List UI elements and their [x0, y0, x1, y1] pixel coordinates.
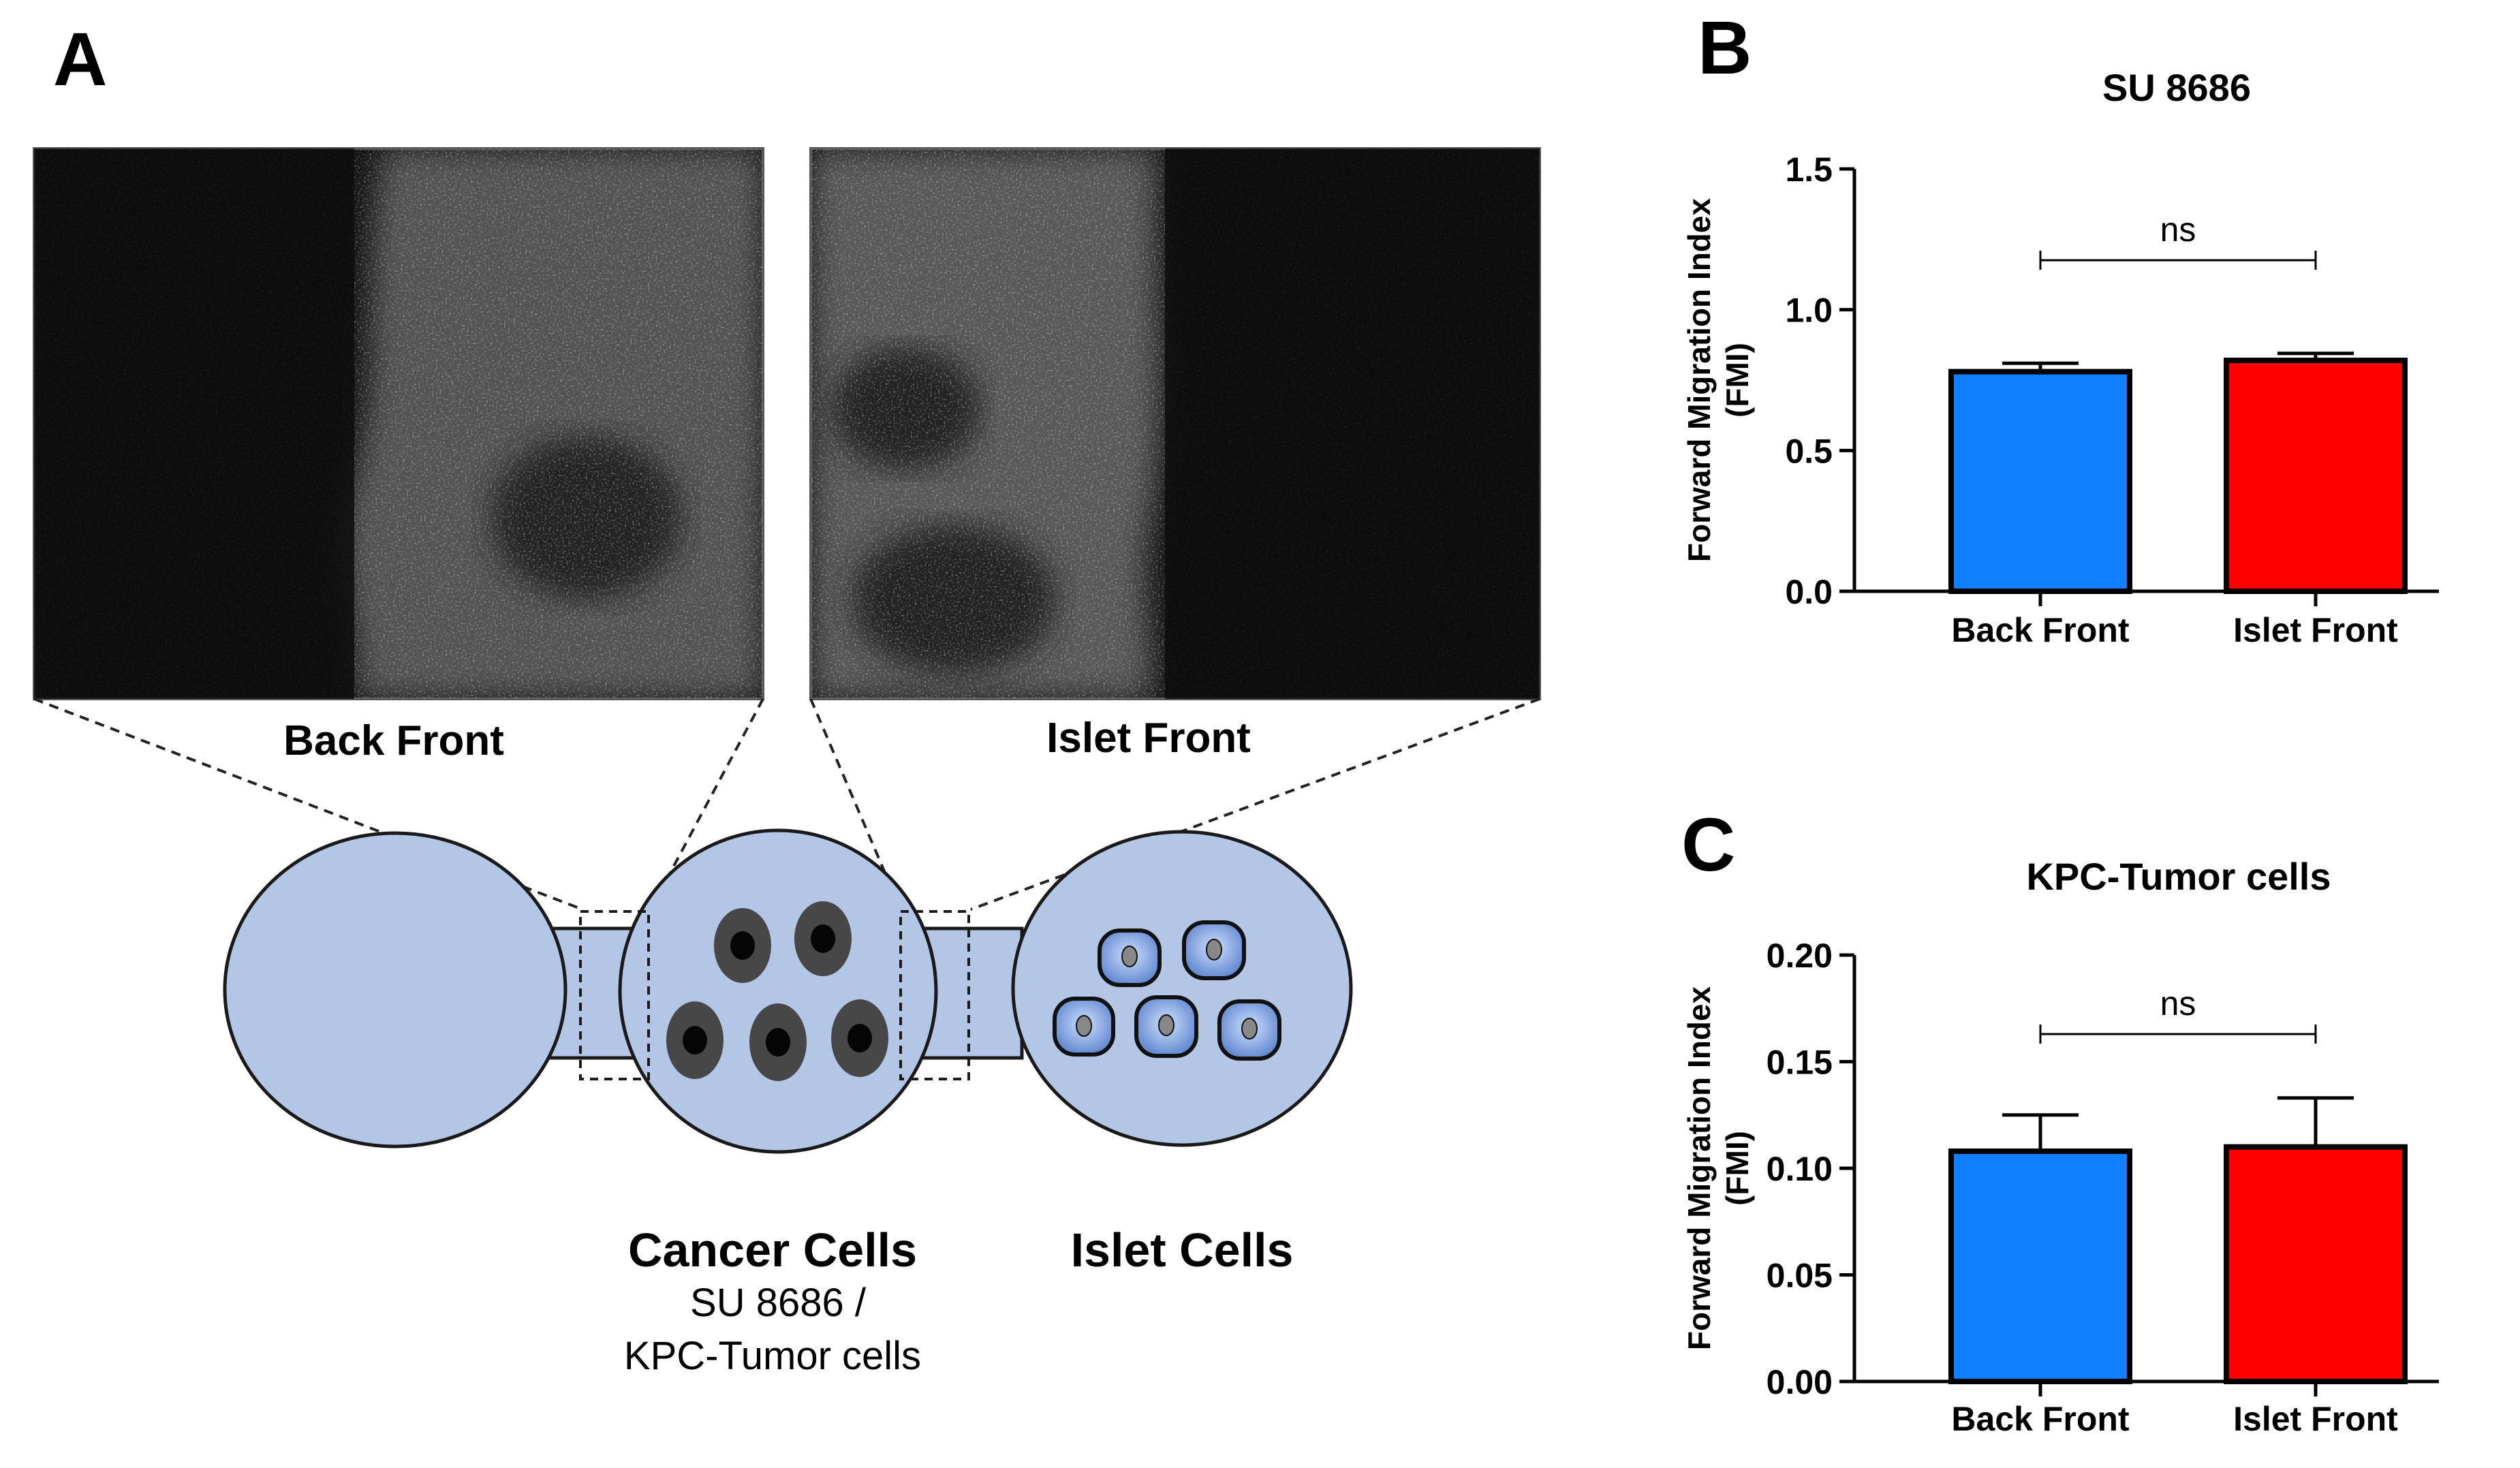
y-tick-label: 0.0: [1785, 573, 1833, 611]
x-tick-label: Back Front: [1951, 1400, 2130, 1438]
y-tick-label: 0.20: [1767, 937, 1833, 975]
back-front-caption: Back Front: [283, 717, 504, 764]
y-axis-label-line2: (FMI): [1720, 343, 1755, 418]
islet-cells: [1053, 920, 1281, 1061]
bar-islet-front: [2224, 1144, 2408, 1384]
migration-chamber-schematic: [223, 828, 1353, 1154]
islet-front-box: [899, 910, 970, 1080]
chart-title: KPC-Tumor cells: [2026, 855, 2331, 898]
y-axis-label-line2: (FMI): [1720, 1131, 1755, 1206]
cancer-chamber: [618, 828, 938, 1154]
bar-islet-front: [2224, 358, 2408, 594]
panel-b-letter: B: [1698, 6, 1752, 90]
back-front-micrograph: [33, 147, 764, 700]
back-front-box: [579, 910, 650, 1080]
cancer-cells-subtitle-1: SU 8686 /: [690, 1281, 867, 1325]
bar-back-front: [1948, 369, 2132, 594]
chart-kpc-tumor: KPC-Tumor cells 0.00 0.05 0.10 0.15 0.20Forwa…: [1681, 855, 2439, 1438]
y-tick-label: 0.5: [1785, 432, 1833, 470]
y-tick-label: 0.15: [1767, 1044, 1833, 1082]
cancer-cells: [666, 901, 888, 1081]
y-axis-label-line1: Forward Migration Index: [1681, 986, 1717, 1351]
x-tick-label: Back Front: [1951, 611, 2130, 649]
y-tick-label: 1.0: [1785, 292, 1833, 330]
y-tick-label: 0.00: [1767, 1363, 1833, 1401]
significance-label: ns: [2160, 210, 2196, 249]
significance-label: ns: [2160, 984, 2196, 1022]
islet-front-micrograph: [809, 147, 1541, 700]
islet-front-caption: Islet Front: [1046, 715, 1251, 762]
x-tick-label: Islet Front: [2233, 1400, 2398, 1438]
cancer-cells-subtitle-2: KPC-Tumor cells: [624, 1334, 921, 1378]
panel-c-letter: C: [1681, 803, 1735, 887]
chart-title: SU 8686: [2102, 66, 2251, 109]
y-tick-label: 0.05: [1767, 1257, 1833, 1295]
y-tick-label: 0.10: [1767, 1150, 1833, 1188]
islet-chamber: [1011, 830, 1353, 1147]
panel-a-letter: A: [53, 18, 107, 101]
empty-chamber: [223, 831, 567, 1149]
cancer-cells-title: Cancer Cells: [628, 1223, 917, 1277]
y-axis-label-line1: Forward Migration Index: [1681, 198, 1717, 563]
y-tick-label: 1.5: [1785, 151, 1833, 189]
islet-cells-title: Islet Cells: [1071, 1223, 1294, 1277]
x-tick-label: Islet Front: [2233, 611, 2398, 649]
bar-back-front: [1948, 1148, 2132, 1384]
